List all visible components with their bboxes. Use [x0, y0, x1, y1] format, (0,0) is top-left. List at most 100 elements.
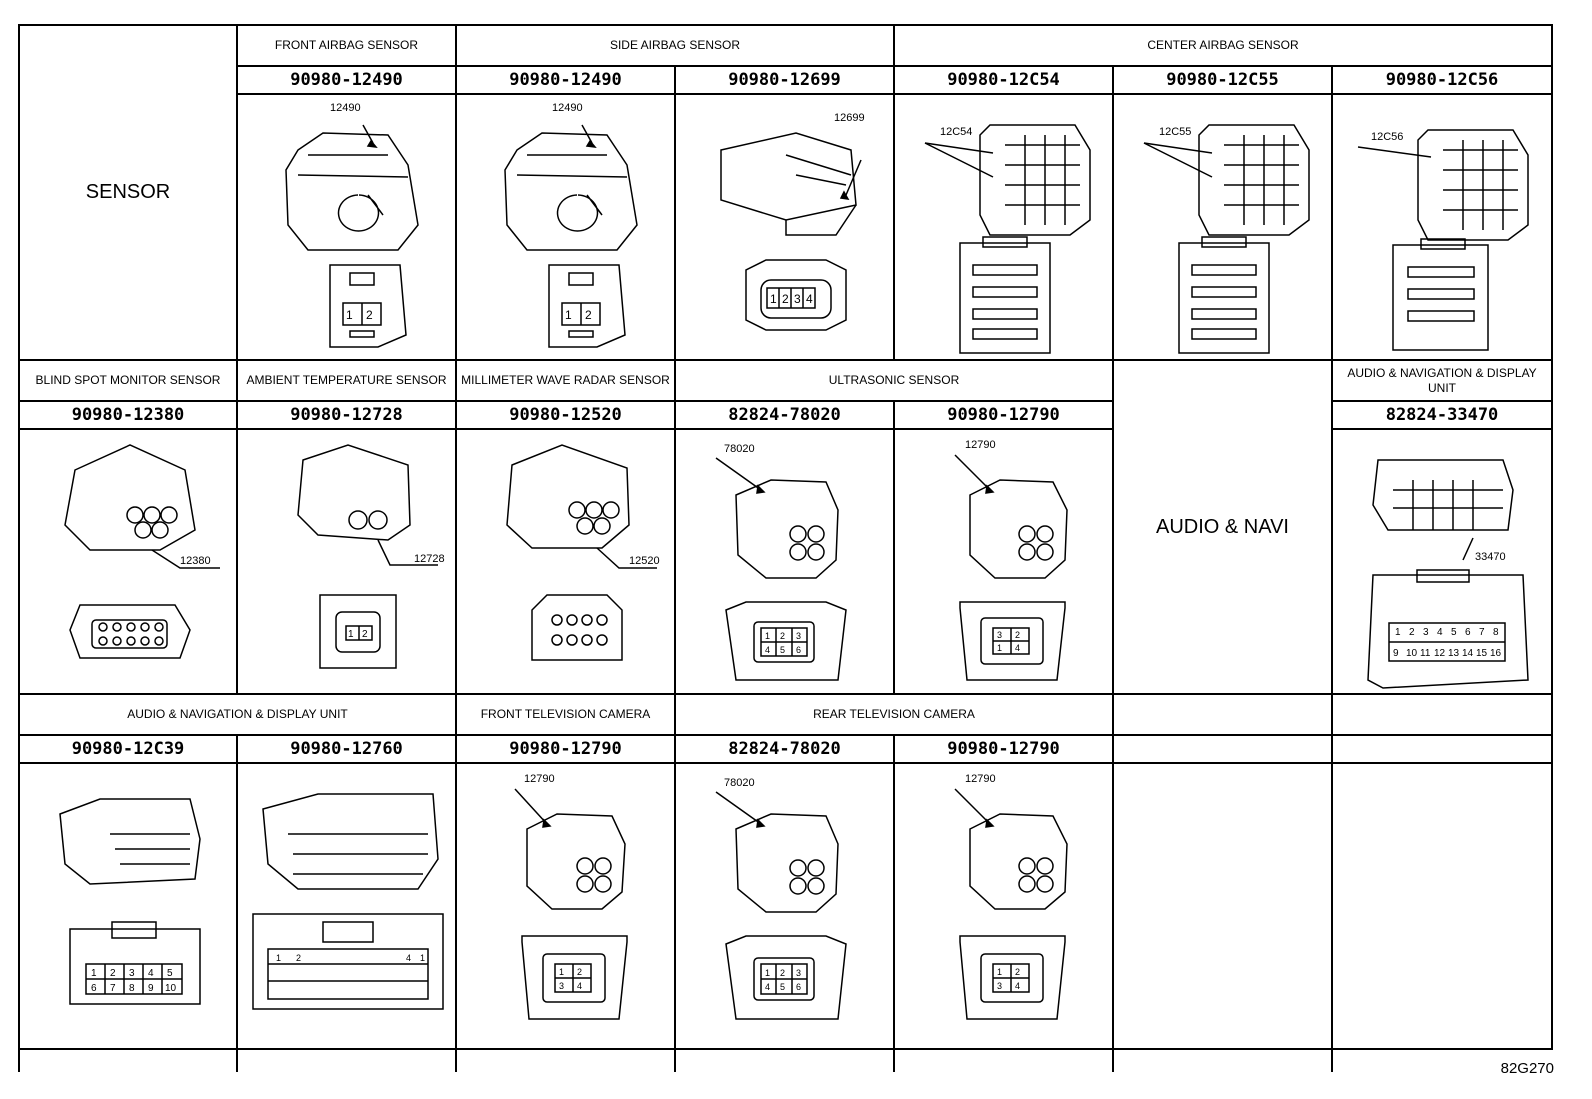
empty-cell	[1112, 693, 1331, 734]
connector-illustration: 33470 1 2 3 4 5 6 7 8 9 10 11 12 13 14 1…	[1331, 428, 1551, 693]
connector-illustration: 12490 1 2	[455, 93, 674, 359]
pin-label: 13	[1448, 648, 1460, 659]
part-number: 90980-12790	[893, 734, 1112, 762]
part-number: 90980-12699	[674, 65, 893, 93]
part-number: 90980-12C54	[893, 65, 1112, 93]
empty-cell	[1331, 762, 1551, 1072]
connector-illustration: 12699 1 2 3 4	[674, 93, 893, 359]
callout-label: 12790	[965, 439, 996, 451]
pin-label: 1	[346, 308, 353, 322]
header-rear-tv-camera-label: REAR TELEVISION CAMERA	[813, 707, 975, 721]
pin-label: 1	[276, 953, 281, 963]
pin-label: 1	[348, 629, 354, 640]
pin-label: 2	[780, 631, 785, 641]
pin-label: 4	[148, 968, 154, 979]
pin-label: 10	[165, 983, 177, 994]
pin-label: 14	[1462, 648, 1474, 659]
pin-label: 1	[997, 967, 1002, 977]
header-mmwave-label: MILLIMETER WAVE RADAR SENSOR	[461, 373, 670, 387]
callout-label: 33470	[1475, 551, 1506, 563]
pin-label: 3	[997, 630, 1002, 640]
part-number: 90980-12520	[455, 400, 674, 428]
pin-label: 5	[780, 645, 785, 655]
part-number: 90980-12C55	[1112, 65, 1331, 93]
pin-label: 12	[1434, 648, 1446, 659]
callout-label: 12699	[834, 112, 865, 124]
connector-illustration: 12C54	[893, 93, 1112, 359]
part-number: 90980-12760	[236, 734, 455, 762]
pin-label: 5	[780, 982, 785, 992]
pin-label: 3	[796, 968, 801, 978]
header-ambient-temperature-sensor: AMBIENT TEMPERATURE SENSOR	[236, 359, 455, 400]
callout-label: 12490	[330, 102, 361, 114]
header-ultrasonic-sensor: ULTRASONIC SENSOR	[674, 359, 1112, 400]
header-center-airbag-label: CENTER AIRBAG SENSOR	[1147, 38, 1299, 52]
header-front-airbag-label: FRONT AIRBAG SENSOR	[274, 38, 419, 52]
callout-label: 78020	[724, 443, 755, 455]
callout-label: 12490	[552, 102, 583, 114]
callout-label: 12380	[180, 555, 211, 567]
pin-label: 1	[420, 953, 425, 963]
empty-cell	[1331, 693, 1551, 734]
pin-label: 3	[1423, 627, 1429, 638]
callout-label: 12790	[524, 773, 555, 785]
connector-illustration: 12728 1 2	[236, 428, 455, 693]
callout-label: 12520	[629, 555, 660, 567]
pin-label: 4	[765, 645, 770, 655]
part-number: 90980-12C39	[18, 734, 236, 762]
header-audio-navigation-display-unit: AUDIO & NAVIGATION & DISPLAY UNIT	[1331, 359, 1551, 400]
pin-label: 8	[1493, 627, 1499, 638]
pin-label: 4	[1015, 643, 1020, 653]
header-front-television-camera: FRONT TELEVISION CAMERA	[455, 693, 674, 734]
pin-label: 9	[148, 983, 154, 994]
connector-illustration: 12490 1 2	[236, 93, 455, 359]
pin-label: 2	[1015, 630, 1020, 640]
pin-label: 3	[796, 631, 801, 641]
connector-illustration: 12790 3 2 1 4	[893, 428, 1112, 693]
part-number: 90980-12490	[236, 65, 455, 93]
pin-label: 2	[1015, 967, 1020, 977]
part-number: 82824-33470	[1331, 400, 1551, 428]
pin-label: 1	[559, 967, 564, 977]
pin-label: 1	[565, 308, 572, 322]
pin-label: 1	[765, 631, 770, 641]
part-number: 82824-78020	[674, 734, 893, 762]
callout-label: 12C56	[1371, 131, 1403, 143]
part-number: 90980-12728	[236, 400, 455, 428]
header-rear-television-camera: REAR TELEVISION CAMERA	[674, 693, 1112, 734]
section-audio-navi-label: AUDIO & NAVI	[1156, 515, 1289, 538]
pin-label: 2	[577, 967, 582, 977]
callout-label: 12C55	[1159, 126, 1191, 138]
pin-label: 11	[1420, 648, 1431, 659]
header-ambient-temp-label: AMBIENT TEMPERATURE SENSOR	[246, 373, 447, 387]
pin-label: 6	[1465, 627, 1471, 638]
connector-illustration: 12C55	[1112, 93, 1331, 359]
section-sensor: SENSOR	[18, 24, 236, 359]
pin-label: 2	[780, 968, 785, 978]
connector-illustration: 12C56	[1331, 93, 1551, 359]
part-number: 90980-12790	[455, 734, 674, 762]
pin-label: 3	[997, 981, 1002, 991]
header-front-tv-camera-label: FRONT TELEVISION CAMERA	[480, 707, 651, 721]
header-side-airbag-sensor: SIDE AIRBAG SENSOR	[455, 24, 893, 65]
pin-label: 2	[585, 308, 592, 322]
empty-cell	[1112, 762, 1331, 1072]
header-blind-spot-label: BLIND SPOT MONITOR SENSOR	[35, 373, 221, 387]
pin-label: 2	[1409, 627, 1415, 638]
pin-label: 1	[770, 292, 777, 306]
pin-label: 2	[362, 629, 368, 640]
pin-label: 6	[796, 645, 801, 655]
section-sensor-label: SENSOR	[85, 181, 171, 203]
frame-border-right	[1551, 24, 1553, 1050]
part-number: 90980-12490	[455, 65, 674, 93]
header-audio-nav-display-label: AUDIO & NAVIGATION & DISPLAY UNIT	[127, 707, 348, 721]
pin-label: 1	[1395, 627, 1401, 638]
pin-label: 4	[1015, 981, 1020, 991]
pin-label: 3	[559, 981, 564, 991]
part-number: 90980-12790	[893, 400, 1112, 428]
pin-grid: 1 2 3 4 5 6 7 8 9 10 11 12 13 14 15 16	[1393, 627, 1502, 659]
frame-border-bottom	[18, 1048, 1553, 1050]
pin-label: 5	[1451, 627, 1457, 638]
pin-label: 4	[765, 982, 770, 992]
pin-label: 5	[167, 968, 173, 979]
